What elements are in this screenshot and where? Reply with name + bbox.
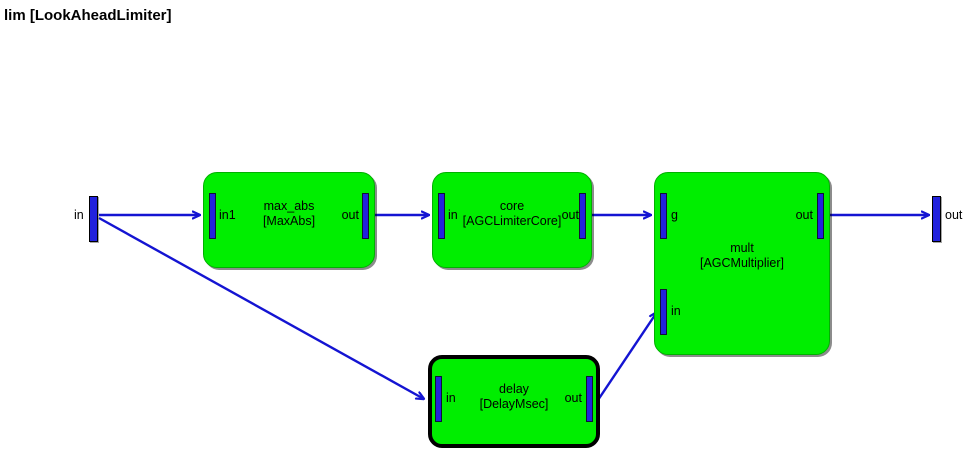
port-mult-out-label: out — [795, 208, 813, 222]
port-delay-out[interactable] — [586, 376, 593, 422]
block-mult-type: [AGCMultiplier] — [699, 256, 785, 270]
block-max-abs[interactable]: in1 out max_abs [MaxAbs] — [203, 172, 375, 268]
port-core-in[interactable] — [438, 193, 445, 239]
port-max-abs-out-label: out — [341, 208, 359, 222]
port-max-abs-in1[interactable] — [209, 193, 216, 239]
diagram-title: lim [LookAheadLimiter] — [4, 7, 172, 24]
port-mult-g-label: g — [671, 208, 678, 222]
port-mult-in[interactable] — [660, 289, 667, 335]
block-max-abs-name: max_abs — [263, 199, 315, 213]
external-port-out-label: out — [945, 208, 963, 222]
block-mult[interactable]: g in out mult [AGCMultiplier] — [654, 172, 830, 355]
external-port-in-label: in — [74, 208, 84, 222]
port-delay-in[interactable] — [435, 376, 442, 422]
block-mult-name: mult — [730, 241, 754, 255]
port-max-abs-in1-label: in1 — [219, 208, 236, 222]
wire-delay-to-mult-in — [597, 312, 657, 401]
port-delay-out-label: out — [564, 391, 582, 405]
block-core[interactable]: in out core [AGCLimiterCore] — [432, 172, 592, 268]
port-mult-in-label: in — [671, 304, 681, 318]
port-mult-out[interactable] — [817, 193, 824, 239]
port-core-in-label: in — [448, 208, 458, 222]
external-port-in[interactable] — [89, 196, 98, 242]
port-core-out[interactable] — [579, 193, 586, 239]
block-delay-name: delay — [499, 382, 529, 396]
external-port-out[interactable] — [932, 196, 941, 242]
port-mult-g[interactable] — [660, 193, 667, 239]
block-delay[interactable]: in out delay [DelayMsec] — [428, 355, 600, 448]
block-core-name: core — [499, 199, 525, 213]
port-delay-in-label: in — [446, 391, 456, 405]
port-core-out-label: out — [561, 208, 579, 222]
port-max-abs-out[interactable] — [362, 193, 369, 239]
